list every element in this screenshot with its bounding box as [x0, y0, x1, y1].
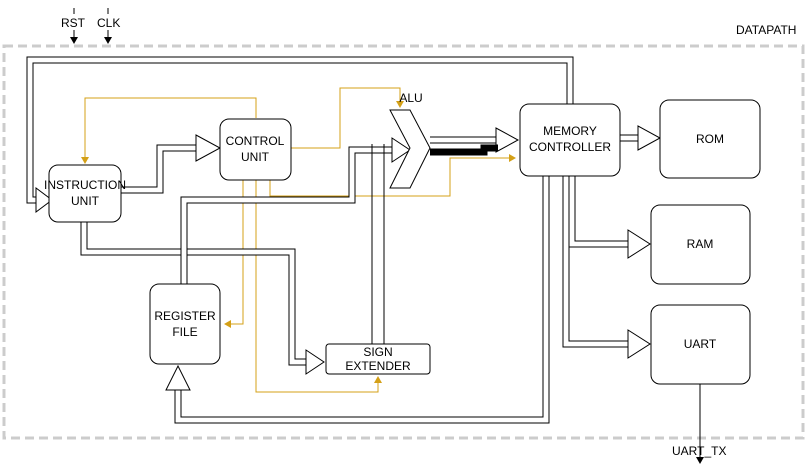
instruction-unit-label-1: INSTRUCTION [44, 178, 126, 192]
uart-label: UART [684, 337, 717, 351]
control-lines [81, 87, 516, 393]
control-unit-block: CONTROL UNIT [219, 118, 292, 181]
instruction-unit-block: INSTRUCTION UNIT [44, 164, 126, 223]
bus-cu-to-memctrl [430, 144, 498, 156]
uart-block: UART [650, 304, 751, 385]
clk-input: CLK [97, 8, 120, 44]
memory-controller-label-1: MEMORY [543, 124, 597, 138]
bus-memctrl-to-rom [620, 125, 662, 151]
rst-label: RST [61, 16, 86, 30]
ram-block: RAM [650, 204, 751, 285]
instruction-unit-label-2: UNIT [71, 194, 100, 208]
control-unit-label-2: UNIT [241, 150, 270, 164]
feedback-bus [26, 56, 574, 213]
datapath-label: DATAPATH [736, 23, 796, 37]
sign-extender-label-1: SIGN [363, 345, 392, 359]
bus-iu-to-cu [121, 134, 222, 194]
register-file-label-1: REGISTER [154, 309, 216, 323]
bus-regfile-to-alu [180, 137, 411, 285]
bus-memctrl-to-uart [562, 176, 651, 359]
datapath-container [2, 44, 805, 440]
bus-alu-to-memctrl [430, 127, 520, 153]
sign-extender-block: SIGN EXTENDER [325, 343, 431, 375]
control-unit-label-1: CONTROL [226, 134, 285, 148]
uart-tx-output: UART_TX [672, 384, 726, 464]
memory-controller-block: MEMORY CONTROLLER [519, 103, 621, 177]
sign-extender-label-2: EXTENDER [345, 359, 411, 373]
register-file-block: REGISTER FILE [149, 283, 221, 365]
rom-label: ROM [696, 132, 724, 146]
bus-signext-to-alu [371, 144, 385, 344]
memory-controller-label-2: CONTROLLER [529, 140, 611, 154]
bus-memctrl-to-ram [568, 176, 651, 259]
bus-iu-to-signext [80, 222, 325, 375]
ram-label: RAM [687, 237, 714, 251]
register-file-label-2: FILE [172, 325, 197, 339]
rom-block: ROM [659, 99, 761, 179]
alu-block: ALU [389, 91, 431, 189]
clk-label: CLK [97, 16, 120, 30]
uart-tx-label: UART_TX [672, 444, 726, 458]
rst-input: RST [61, 8, 86, 44]
alu-label: ALU [399, 91, 422, 105]
bus-memctrl-to-regfile [165, 176, 550, 424]
